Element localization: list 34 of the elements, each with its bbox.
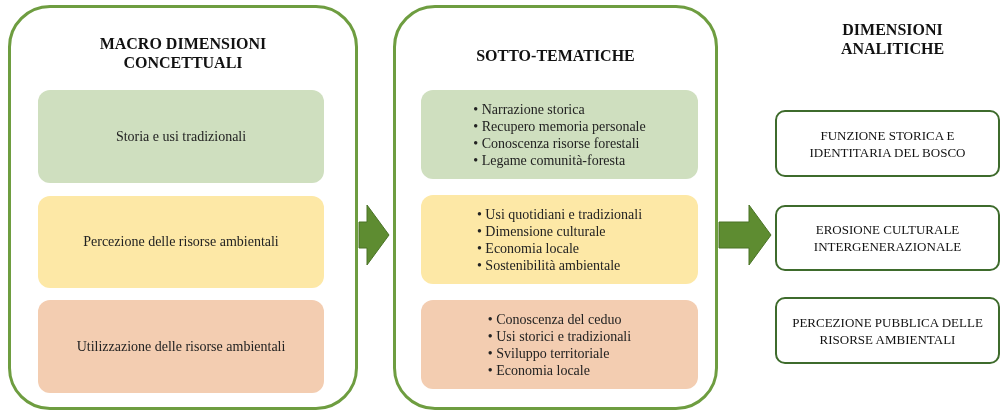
bullet-item: • Narrazione storica <box>473 100 585 118</box>
block-arrow <box>358 204 390 266</box>
panel-frame <box>8 5 358 410</box>
category-box <box>421 300 698 389</box>
box-label: Percezione delle risorse ambientali <box>83 234 279 250</box>
bullet-item: • Conoscenza del ceduo <box>487 310 622 328</box>
box-label: Storia e usi tradizionali <box>115 128 247 145</box>
bullet-item: • Usi storici e tradizionali <box>487 327 632 345</box>
box-label: PERCEZIONE PUBBLICA DELLE RISORSE AMBIENTALI <box>791 313 984 348</box>
block-arrow <box>718 204 772 266</box>
bullet-item: • Usi quotidiani e tradizionali <box>476 205 643 223</box>
panel-heading: MACRO DIMENSIONI CONCETTUALI <box>98 34 268 72</box>
column-heading: DIMENSIONI ANALITICHE <box>839 20 946 58</box>
category-box <box>38 196 324 288</box>
panel-frame <box>393 5 718 410</box>
box-label: FUNZIONE STORICA E IDENTITARIA DEL BOSCO <box>808 126 967 161</box>
category-box <box>421 195 698 284</box>
category-box <box>38 300 324 393</box>
result-box <box>775 297 1000 364</box>
bullet-item: • Recupero memoria personale <box>473 117 646 135</box>
panel-heading: SOTTO-TEMATICHE <box>475 46 636 65</box>
category-box <box>38 90 324 183</box>
bullet-item: • Sviluppo territoriale <box>487 344 610 362</box>
category-box <box>421 90 698 179</box>
bullet-item: • Economia locale <box>476 239 580 257</box>
box-label: Utilizzazione delle risorse ambientali <box>76 338 286 355</box>
bullet-item: • Economia locale <box>487 361 590 379</box>
bullet-item: • Conoscenza risorse forestali <box>473 134 640 152</box>
bullet-item: • Dimensione culturale <box>476 222 606 240</box>
bullet-item: • Legame comunità-foresta <box>473 151 626 169</box>
bullet-item: • Sostenibilità ambientale <box>476 256 621 274</box>
result-box <box>775 110 1000 177</box>
result-box <box>775 205 1000 271</box>
box-label: EROSIONE CULTURALE INTERGENERAZIONALE <box>812 221 963 255</box>
